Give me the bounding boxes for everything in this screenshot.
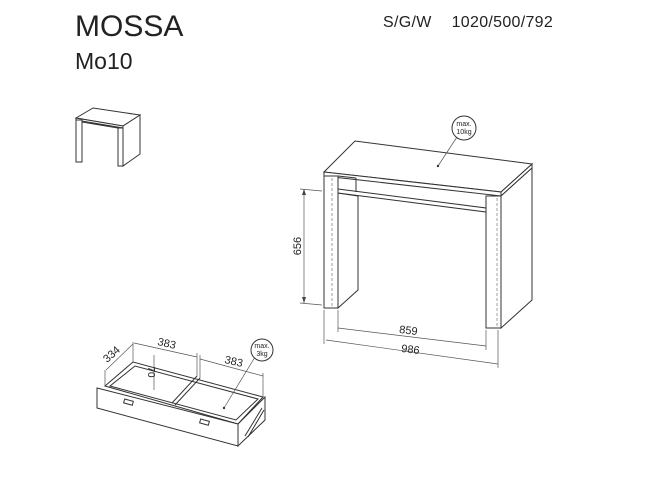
product-name: MOSSA [75,10,184,43]
desk-load-badge-line1: max. [456,121,471,128]
drawer-load-badge-line1: max. [254,343,269,350]
desk-inner-width-dimension: 859 [399,324,419,338]
desk-thumbnail [74,107,142,167]
drawer-right-width-dimension: 383 [223,354,244,370]
desk-drawing: 656 859 986 max. 10kg [292,115,534,368]
desk-height-dimension: 656 [292,237,304,255]
drawer-drawing: 334 383 383 70 max. 3kg [96,336,274,448]
drawer-load-badge-line2: 3kg [256,351,267,358]
dimensions-label: S/G/W [383,14,432,31]
desk-load-badge-line2: 10kg [456,129,471,136]
drawer-handle-left [123,398,134,406]
desk-load-badge [451,115,477,141]
drawer-load-badge [250,338,274,362]
overall-dimensions: S/G/W 1020/500/792 [383,14,553,32]
model-code: Mo10 [75,48,133,74]
drawer-left-width-dimension: 383 [156,336,177,352]
drawer-depth-dimension: 334 [101,344,123,365]
desk-outer-width-dimension: 986 [401,343,421,357]
drawer-handle-right [199,418,210,426]
drawer-height-dimension: 70 [145,366,156,378]
dimensions-value: 1020/500/792 [451,14,554,31]
